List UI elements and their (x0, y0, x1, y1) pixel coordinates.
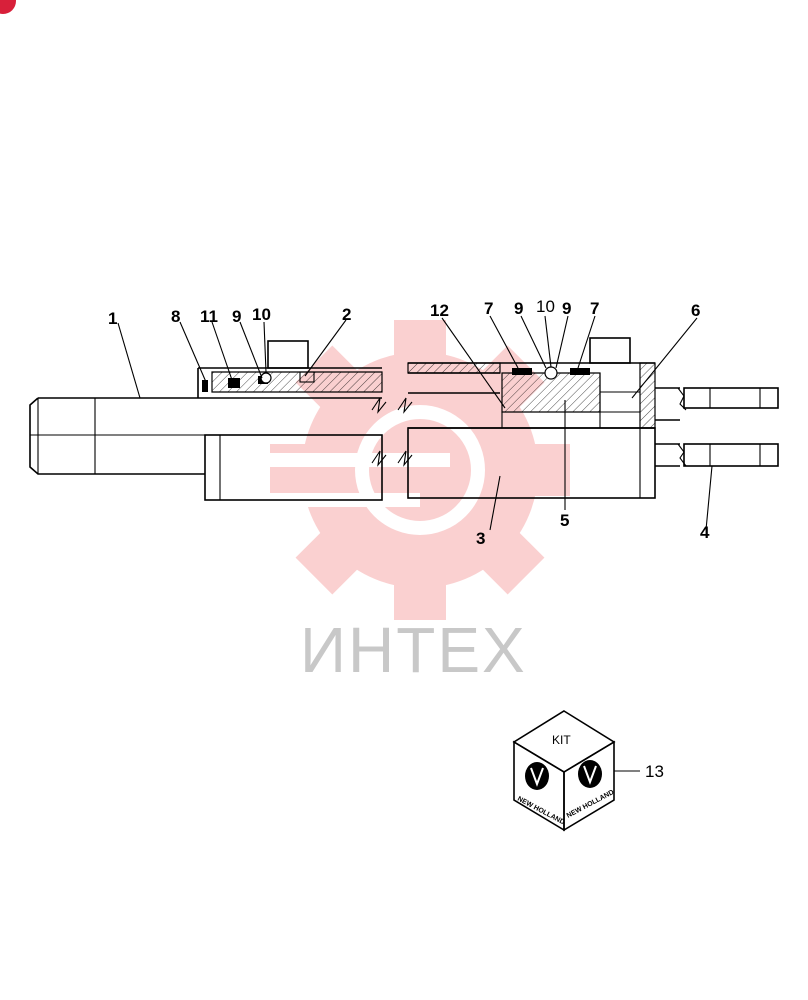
rod-end-right (655, 387, 779, 467)
callout-11: 11 (200, 307, 218, 326)
callout-2: 2 (342, 305, 351, 324)
callout-7-right: 7 (590, 299, 599, 318)
callout-9-mid: 9 (514, 299, 523, 318)
callout-5: 5 (560, 511, 569, 530)
callout-10-mid: 10 (536, 297, 555, 316)
callout-6: 6 (691, 301, 700, 320)
callout-8: 8 (171, 307, 180, 326)
leader-lines (117, 315, 713, 531)
callout-4: 4 (700, 523, 710, 542)
kit-label: KIT (552, 733, 571, 747)
callout-labels: 1 8 11 9 10 2 12 7 9 10 9 7 6 5 3 4 (108, 297, 710, 548)
callout-9-right: 9 (562, 299, 571, 318)
callout-7-left: 7 (484, 299, 493, 318)
kit-box: KIT NEW HOLLAND NEW HOLLAND 13 (512, 710, 664, 832)
callout-13: 13 (645, 762, 664, 781)
callout-3: 3 (476, 529, 485, 548)
new-holland-logo-right: NEW HOLLAND (566, 760, 615, 820)
watermark-text: ИНТЕХ (300, 614, 527, 686)
kit-brand-left: NEW HOLLAND (516, 796, 566, 827)
cylinder-barrel-right (407, 337, 656, 499)
callout-1: 1 (108, 309, 117, 328)
callout-12: 12 (430, 301, 449, 320)
cylinder-barrel-left (197, 340, 383, 501)
callout-9-left: 9 (232, 307, 241, 326)
callout-10-left: 10 (252, 305, 271, 324)
